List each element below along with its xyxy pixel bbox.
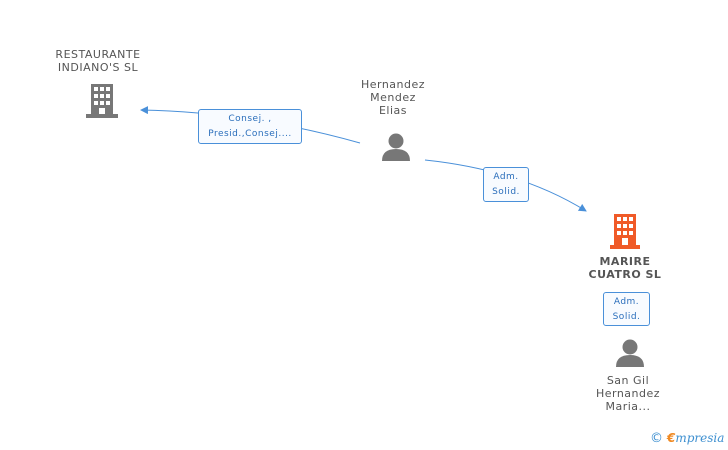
restaurante-name-line2: INDIANO'S SL [57, 61, 139, 74]
hernandez-name-line1: Hernandez [360, 78, 426, 91]
marire-label[interactable]: MARIRE CUATRO SL [570, 255, 680, 281]
copyright-symbol: © [650, 431, 663, 446]
edge-label-adm1-line1: Adm. [493, 172, 519, 182]
sangil-name-line2: Hernandez [595, 387, 661, 400]
edge-label-adm-solid-2[interactable]: Adm. Solid. [603, 292, 650, 326]
hernandez-label[interactable]: Hernandez Mendez Elias [343, 78, 443, 117]
empresia-logo: © €mpresia [650, 430, 724, 447]
restaurante-label[interactable]: RESTAURANTE INDIANO'S SL [38, 48, 158, 74]
edge-label-adm2-line1: Adm. [613, 297, 640, 307]
edge-label-consej-line2: Presid.,Consej.... [208, 129, 292, 139]
restaurante-name-line1: RESTAURANTE [55, 48, 141, 61]
sangil-label[interactable]: San Gil Hernandez Maria... [578, 374, 678, 413]
marire-name-line2: CUATRO SL [588, 268, 662, 281]
sangil-name-line3: Maria... [605, 400, 651, 413]
building-icon[interactable] [609, 214, 641, 249]
edge-label-consej-line1: Consej. , [228, 114, 272, 124]
person-icon[interactable] [615, 339, 645, 367]
empresia-logo-e: € [667, 431, 676, 445]
person-icon[interactable] [381, 133, 411, 161]
empresia-logo-text: mpresia [675, 431, 725, 445]
edge-label-adm1-line2: Solid. [492, 187, 520, 197]
sangil-name-line1: San Gil [606, 374, 650, 387]
edge-label-consej[interactable]: Consej. , Presid.,Consej.... [198, 109, 302, 144]
building-icon[interactable] [85, 84, 119, 118]
edge-label-adm-solid-1[interactable]: Adm. Solid. [483, 167, 529, 202]
hernandez-name-line3: Elias [378, 104, 408, 117]
hernandez-name-line2: Mendez [370, 91, 416, 104]
edge-label-adm2-line2: Solid. [612, 312, 641, 322]
marire-name-line1: MARIRE [599, 255, 651, 268]
